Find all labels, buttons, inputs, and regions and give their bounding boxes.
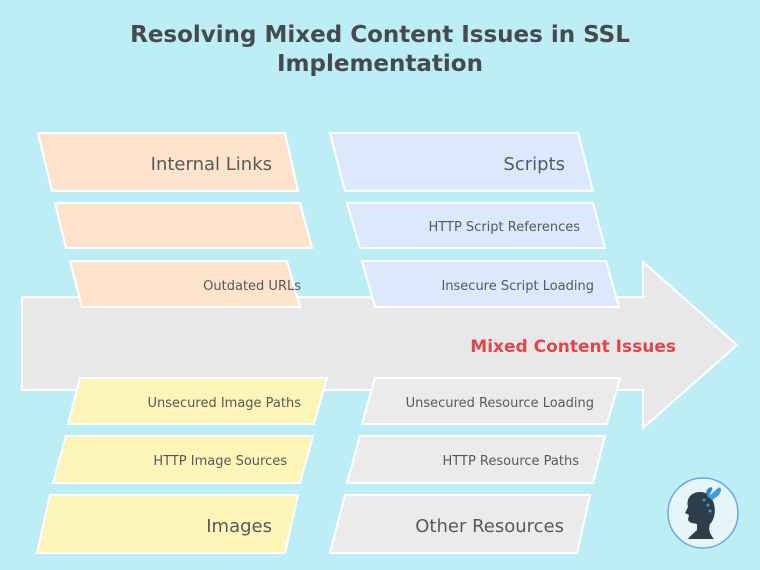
cause-label: HTTP Script References xyxy=(429,220,581,235)
cause-label: Insecure Script Loading xyxy=(441,279,594,294)
cause-box xyxy=(53,202,314,249)
woman-silhouette-butterfly-logo-icon xyxy=(667,477,739,549)
category-box xyxy=(328,494,592,554)
cause-label: HTTP Image Sources xyxy=(153,454,287,469)
category-images: Unsecured Image Paths HTTP Image Sources… xyxy=(35,377,329,554)
cause-label: Outdated URLs xyxy=(203,279,301,294)
cause-box xyxy=(66,377,329,425)
spine-label: Mixed Content Issues xyxy=(470,337,676,357)
category-internal-links: Internal Links Outdated URLs xyxy=(36,132,314,308)
cause-box xyxy=(345,435,607,484)
cause-box xyxy=(360,260,621,308)
cause-box xyxy=(345,202,607,249)
cause-label: HTTP Resource Paths xyxy=(443,454,580,469)
title-line-1: Resolving Mixed Content Issues in SSL xyxy=(130,22,630,48)
cause-label: Unsecured Image Paths xyxy=(147,396,301,411)
category-label: Internal Links xyxy=(151,154,272,175)
cause-box xyxy=(360,377,622,425)
category-other-resources: Unsecured Resource Loading HTTP Resource… xyxy=(328,377,622,554)
category-label: Other Resources xyxy=(415,516,564,537)
title-line-2: Implementation xyxy=(277,51,483,77)
cause-box xyxy=(68,260,302,308)
cause-box xyxy=(51,435,315,484)
cause-label: Unsecured Resource Loading xyxy=(406,396,594,411)
category-label: Images xyxy=(206,516,272,537)
category-box xyxy=(35,494,300,554)
category-scripts: Scripts HTTP Script References Insecure … xyxy=(328,132,621,308)
category-box xyxy=(36,132,300,192)
category-label: Scripts xyxy=(503,154,565,175)
category-box xyxy=(328,132,595,192)
